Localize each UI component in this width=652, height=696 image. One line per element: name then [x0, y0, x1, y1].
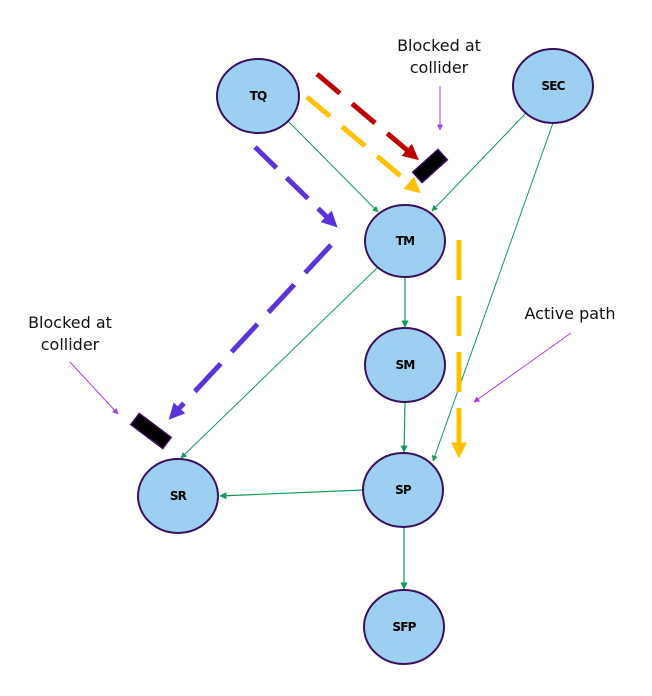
- edges: [180, 112, 554, 590]
- collider-blocker-left: [129, 412, 173, 450]
- node-label-sec: SEC: [541, 79, 565, 93]
- edge-sec-tm: [431, 112, 527, 212]
- node-label-tm: TM: [396, 234, 415, 248]
- edge-sec-sp: [431, 122, 554, 462]
- collider-blocker-top: [411, 148, 449, 184]
- paths: [168, 72, 468, 459]
- purple-dashed-path-1: [253, 145, 338, 228]
- node-sp[interactable]: SP: [362, 452, 444, 528]
- node-label-sm: SM: [396, 358, 415, 372]
- yellow-dashed-path-1: [305, 95, 421, 194]
- nodes: TQ SEC TM SM SR SP SFP: [137, 48, 594, 665]
- edge-sp-sr: [219, 489, 364, 500]
- annotation-left-line2: collider: [41, 335, 100, 354]
- node-label-sp: SP: [395, 483, 412, 497]
- node-sfp[interactable]: SFP: [363, 589, 445, 665]
- node-tq[interactable]: TQ: [216, 58, 300, 134]
- edge-tq-tm: [287, 120, 379, 213]
- edge-tm-sr: [180, 267, 378, 459]
- node-sec[interactable]: SEC: [512, 48, 594, 124]
- node-label-sfp: SFP: [392, 620, 416, 634]
- blockers: [129, 148, 449, 450]
- red-dashed-path: [315, 72, 419, 161]
- node-sm[interactable]: SM: [364, 327, 446, 403]
- node-label-sr: SR: [170, 489, 187, 503]
- node-tm[interactable]: TM: [364, 204, 446, 278]
- annotation-arrow-active: [473, 332, 572, 403]
- node-label-tq: TQ: [250, 89, 267, 103]
- edge-sm-sp: [400, 401, 408, 453]
- annotation-left-line1: Blocked at: [28, 313, 112, 332]
- annotations: Blocked at collider Blocked at collider …: [28, 36, 615, 354]
- annotation-arrows: [69, 86, 572, 415]
- node-sr[interactable]: SR: [137, 458, 219, 534]
- annotation-arrow-left: [69, 361, 119, 415]
- annotation-top-line2: collider: [410, 58, 469, 77]
- annotation-active-path: Active path: [525, 304, 616, 323]
- purple-dashed-path-2: [168, 243, 333, 420]
- annotation-top-line1: Blocked at: [397, 36, 481, 55]
